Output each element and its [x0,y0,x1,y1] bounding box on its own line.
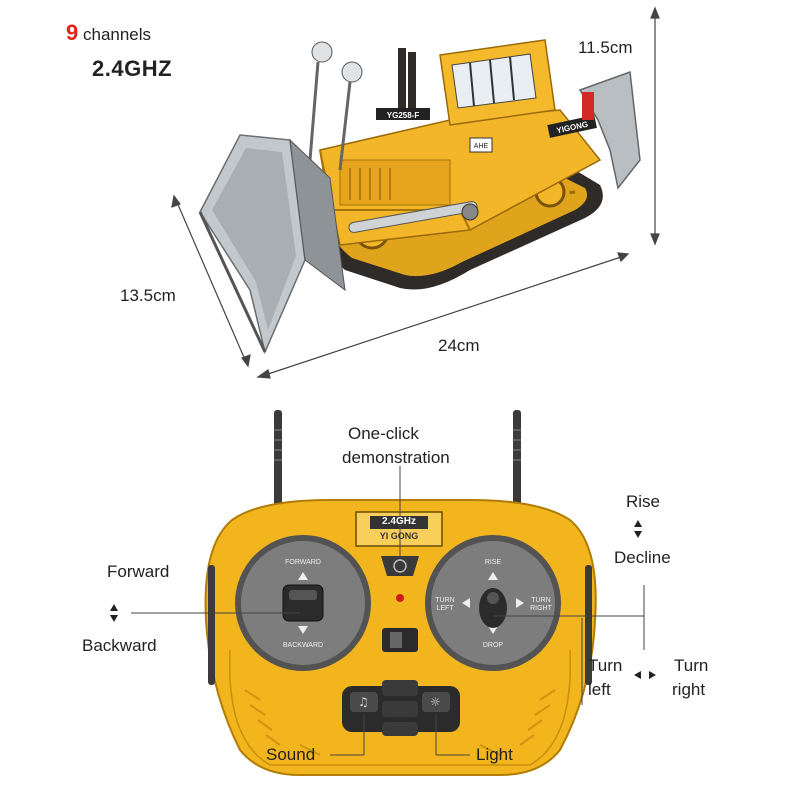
model-label: YG258-F [387,111,420,120]
backward-callout: Backward [82,636,157,655]
dimension-lines [171,6,660,379]
callout-lines [131,466,645,756]
right-stick-drop-label: DROP [482,642,504,649]
remote-frequency-label: 2.4GHz [382,516,416,527]
right-joystick-area [425,535,561,671]
light-icon: ☼ [430,695,441,709]
right-side-grip [585,565,592,685]
sound-icon: ♫ [358,695,369,709]
light-callout: Light [476,745,513,764]
right-joystick[interactable] [425,535,561,671]
left-side-grip [208,565,215,685]
left-stick-forward-label: FORWARD [285,559,321,566]
width-dimension: 13.5cm [120,286,176,305]
sound-callout: Sound [266,745,316,764]
channels-heading: 9 channels [66,20,151,46]
height-dimension: 11.5cm [578,38,633,57]
right-stick-turn-left-label: TURN LEFT [435,597,455,612]
demo-button-shape [381,556,419,576]
remote-brand-label: YI GONG [379,531,419,541]
callout-arrows [110,520,656,679]
center-button-top[interactable] [382,680,418,696]
light-button[interactable]: ☼ [422,692,450,712]
demo-button[interactable] [381,556,419,576]
channels-word: channels [82,25,152,44]
rise-callout: Rise [626,492,661,511]
antennas [274,410,521,510]
channel-count: 9 [66,20,79,45]
left-stick-backward-label: BACKWARD [282,642,324,649]
power-switch-toggle[interactable] [382,628,418,652]
decline-callout: Decline [614,548,671,567]
left-joystick-area [235,535,371,671]
turn-right-callout-line1: Turn [674,656,709,675]
frequency-heading: 2.4GHZ [92,56,173,81]
right-stick-turn-right-label: TURN RIGHT [530,597,552,612]
center-button-middle[interactable] [382,701,418,717]
left-joystick[interactable] [235,535,371,671]
grip-texture [244,689,556,756]
dozer-blade [198,134,346,355]
demo-callout-line1: One-click [348,424,419,443]
logo-label: AHE [474,143,489,150]
length-dimension: 24cm [438,336,480,355]
turn-right-callout-line2: right [672,680,706,699]
dozer-body: YG258-F YIGONG AHE [308,39,641,246]
turn-left-callout-line2: left [588,680,611,699]
power-led [396,594,404,602]
turn-left-callout-line1: Turn [588,656,623,675]
demo-callout-line2: demonstration [342,448,450,467]
sound-button[interactable]: ♫ [350,692,378,712]
forward-callout: Forward [107,562,170,581]
right-stick-rise-label: RISE [484,559,502,566]
